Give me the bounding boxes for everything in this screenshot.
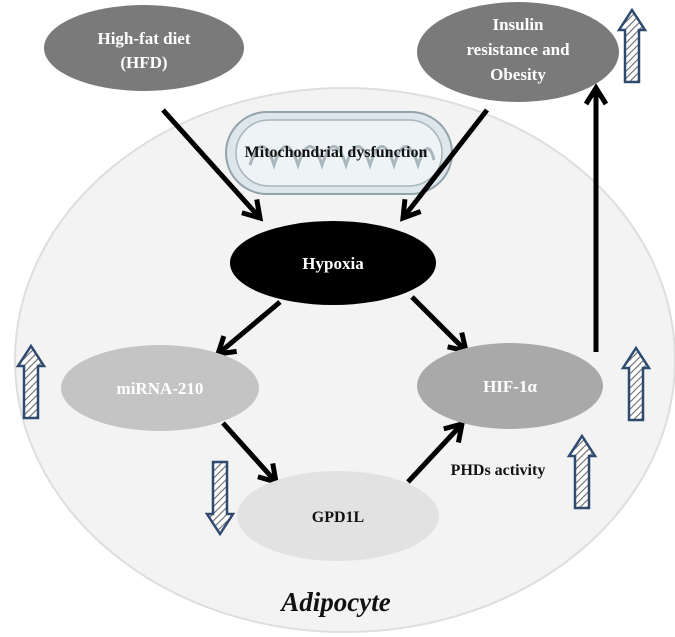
arrow-hypoxia-to-hif bbox=[410, 295, 470, 355]
insulin-label-line2: resistance and bbox=[466, 40, 570, 59]
arrow-mito-to-hypoxia bbox=[400, 108, 489, 222]
mito-label: Mitochondrial dysfunction bbox=[245, 144, 428, 161]
insulin-label-line3: Obesity bbox=[490, 65, 546, 84]
hypoxia-label: Hypoxia bbox=[302, 254, 364, 273]
adipocyte-cell bbox=[14, 87, 675, 633]
adipocyte-label: Adipocyte bbox=[279, 587, 390, 617]
arrow-mirna-to-gpd1l bbox=[221, 421, 280, 486]
arrow-hfd-to-hypoxia bbox=[161, 108, 264, 222]
hif-up-arrow-icon bbox=[620, 345, 652, 422]
mirna-label: miRNA-210 bbox=[117, 379, 204, 398]
hfd-node bbox=[44, 5, 244, 91]
mitochondrion-icon bbox=[225, 111, 453, 195]
mirna-up-arrow-icon bbox=[15, 343, 47, 420]
insulin-label-line1: Insulin bbox=[492, 15, 544, 34]
gpd1l-label: GPD1L bbox=[312, 509, 364, 526]
hif-label: HIF-1α bbox=[483, 377, 537, 396]
hfd-label-line1: High-fat diet bbox=[97, 29, 190, 48]
arrow-hypoxia-to-mirna bbox=[214, 300, 282, 358]
hif-node bbox=[417, 343, 603, 429]
insulin-up-arrow-icon bbox=[616, 7, 648, 84]
gpd1l-node bbox=[237, 471, 439, 561]
hfd-label-line2: (HFD) bbox=[120, 53, 167, 72]
gpd1l-down-arrow-icon bbox=[204, 460, 236, 537]
insulin-node bbox=[417, 2, 619, 102]
phds-label: PHDs activity bbox=[451, 462, 546, 479]
arrow-gpd1l-to-hif bbox=[406, 420, 466, 484]
phds-up-arrow-icon bbox=[566, 433, 598, 510]
hypoxia-node bbox=[230, 221, 436, 305]
mirna-node bbox=[61, 345, 259, 431]
